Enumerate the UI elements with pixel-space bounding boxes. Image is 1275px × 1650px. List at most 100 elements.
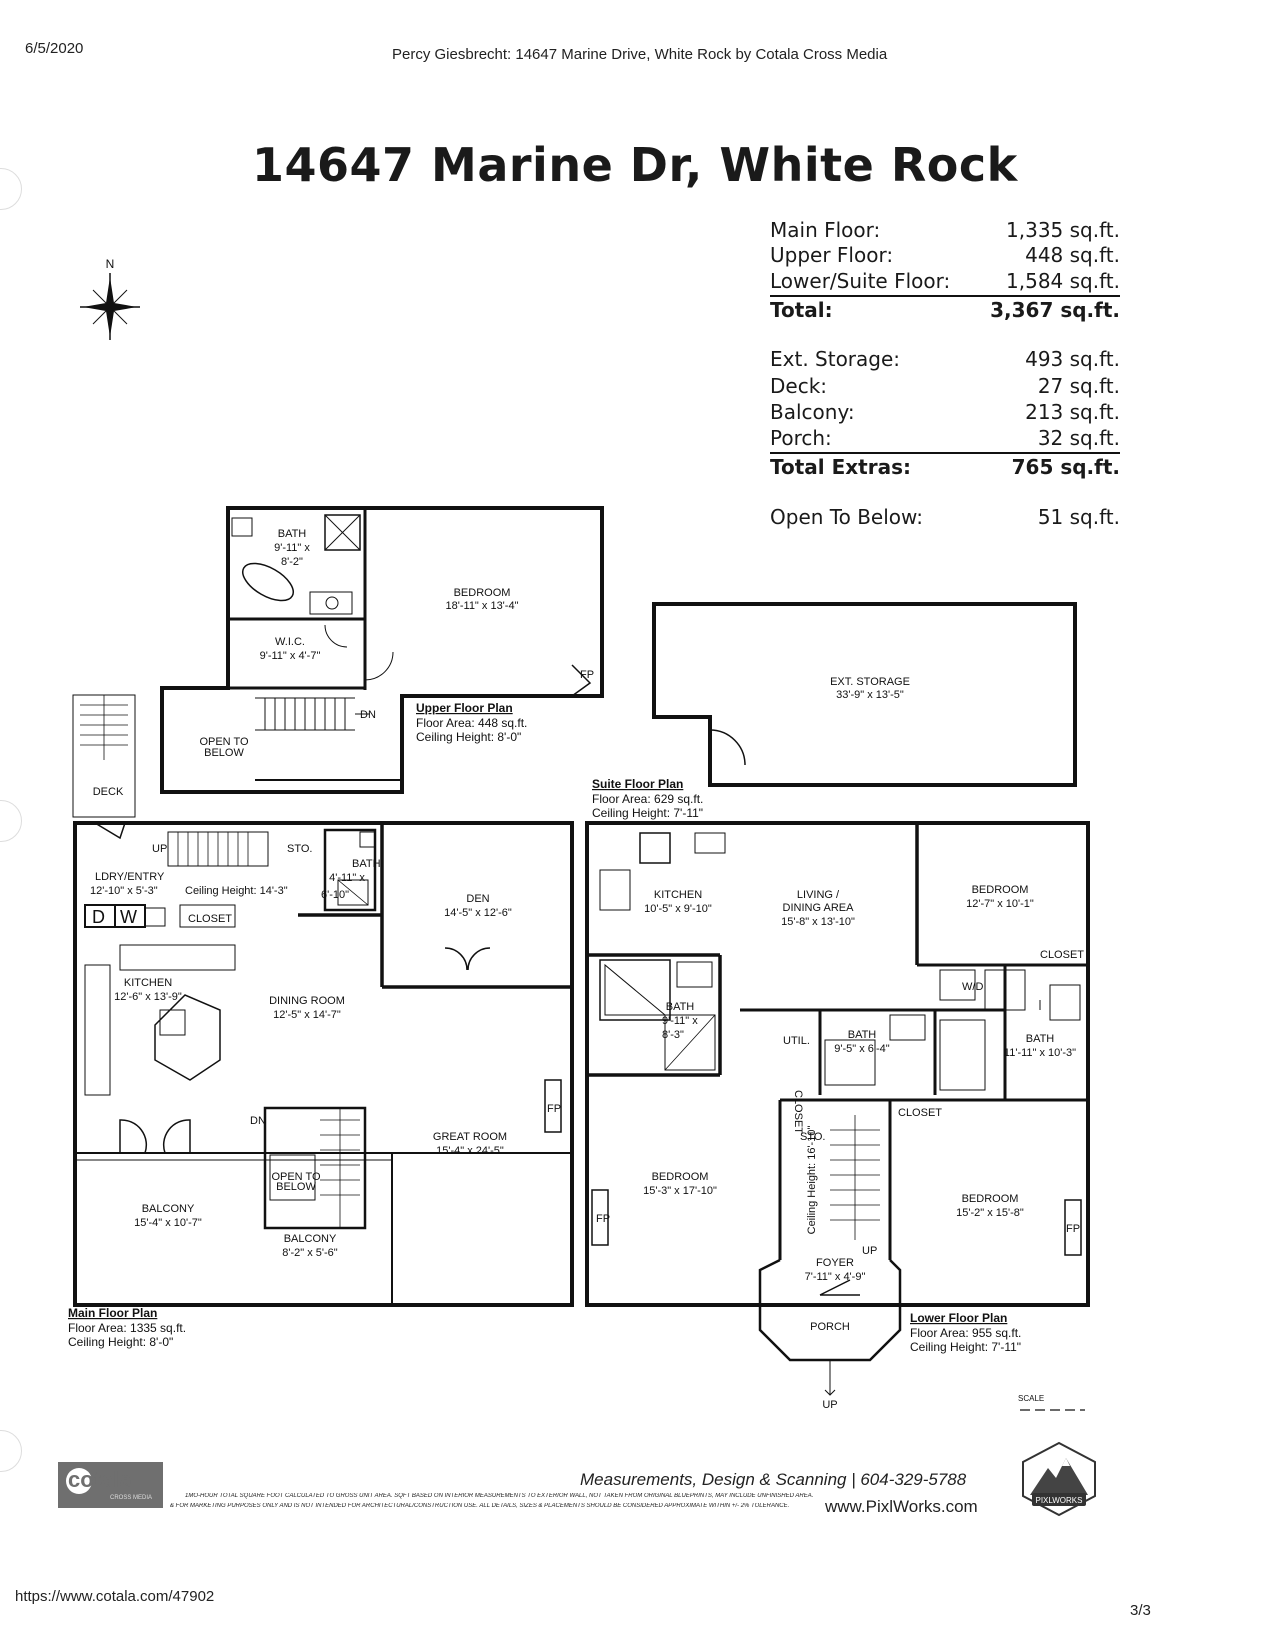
plan-area: Floor Area: 955 sq.ft. [910, 1326, 1021, 1340]
room-dimension: 15'-2" x 15'-8" [956, 1207, 1024, 1219]
area-value: 1,335 sq.ft. [1006, 218, 1120, 242]
ceiling-note: Ceiling Height: 16'-10" [806, 1126, 818, 1235]
area-label: Upper Floor: [770, 243, 894, 267]
lower-floor-plan [585, 821, 1090, 1396]
plan-ceiling: Ceiling Height: 7'-11" [592, 806, 703, 820]
plan-ceiling: Ceiling Height: 8'-0" [416, 730, 521, 744]
area-row-deck: Deck: 27 sq.ft. [770, 374, 1120, 400]
room-label: PORCH [810, 1321, 850, 1333]
room-dimension: 12'-5" x 14'-7" [273, 1009, 341, 1021]
room-dimension: 18'-11" x 13'-4" [446, 600, 519, 612]
footer-website: www.PixlWorks.com [825, 1497, 978, 1516]
logo-text: PIXLWORKS [1036, 1496, 1083, 1505]
area-value: 448 sq.ft. [1025, 243, 1120, 267]
room-dimension: 8'-3" [662, 1029, 684, 1041]
room-dimension: 15'-4" x 10'-7" [134, 1217, 202, 1229]
room-dimension: 33'-9" x 13'-5" [836, 689, 904, 701]
room-label: KITCHEN [654, 889, 702, 901]
ceiling-note: Ceiling Height: 14'-3" [185, 885, 288, 897]
area-label: Balcony: [770, 400, 855, 424]
room-label: BELOW [204, 747, 244, 759]
scale-bar: SCALE [1018, 1394, 1085, 1411]
room-label: STO. [800, 1131, 825, 1143]
divider [770, 452, 1120, 454]
area-value: 213 sq.ft. [1025, 400, 1120, 424]
room-dimension: 8'-2" [281, 556, 303, 568]
page-title: 14647 Marine Dr, White Rock [252, 138, 1018, 192]
stair-label: UP [822, 1399, 837, 1411]
area-row-porch: Porch: 32 sq.ft. [770, 426, 1120, 452]
room-label: BEDROOM [962, 1193, 1019, 1205]
area-label: Lower/Suite Floor: [770, 269, 951, 293]
room-dimension: 10'-5" x 9'-10" [644, 903, 712, 915]
room-label: DECK [93, 786, 124, 798]
area-row-total: Total: 3,367 sq.ft. [770, 298, 1120, 324]
print-source: Percy Giesbrecht: 14647 Marine Drive, Wh… [392, 46, 888, 63]
divider [770, 295, 1120, 297]
plan-ceiling: Ceiling Height: 7'-11" [910, 1340, 1021, 1354]
plan-area: Floor Area: 629 sq.ft. [592, 792, 703, 806]
plan-title: Suite Floor Plan [592, 777, 683, 791]
room-label: BELOW [276, 1181, 316, 1193]
closet-label: CLOSET [792, 1090, 804, 1134]
footer-disclaimer: 1MO-HOUR TOTAL SQUARE FOOT CALCULATED TO… [185, 1493, 814, 1499]
fireplace-label: FP [547, 1103, 561, 1115]
stair-label: UP [152, 843, 167, 855]
area-value: 1,584 sq.ft. [1006, 269, 1120, 293]
area-value: 27 sq.ft. [1037, 374, 1120, 398]
room-label: BEDROOM [972, 884, 1029, 896]
compass-north-label: N [106, 257, 115, 271]
area-label: Deck: [770, 374, 828, 398]
room-label: BEDROOM [454, 587, 511, 599]
room-label: OPEN TO [271, 1171, 321, 1183]
scale-label: SCALE [1018, 1394, 1044, 1403]
plan-area: Floor Area: 448 sq.ft. [416, 716, 527, 730]
logo-text: cotala [68, 1467, 132, 1492]
room-label: EXT. STORAGE [830, 676, 910, 688]
room-label: BATH [848, 1029, 877, 1041]
pixlworks-logo: PIXLWORKS [1022, 1441, 1096, 1517]
room-dimension: 9'-11" x [662, 1015, 698, 1027]
room-label: STO. [287, 843, 312, 855]
ext-storage-plan [652, 602, 1077, 787]
room-dimension: 8'-2" x 5'-6" [282, 1247, 338, 1259]
room-label: BALCONY [142, 1203, 195, 1215]
room-dimension: 15'-3" x 17'-10" [643, 1185, 717, 1197]
room-dimension: 12'-6" x 13'-9" [114, 991, 182, 1003]
room-dimension: 9'-11" x [274, 542, 310, 554]
area-value: 493 sq.ft. [1025, 347, 1120, 371]
compass-icon: N [80, 257, 140, 340]
room-label: DEN [466, 893, 489, 905]
area-row-balcony: Balcony: 213 sq.ft. [770, 400, 1120, 426]
area-row-open-below: Open To Below: 51 sq.ft. [770, 505, 1120, 531]
room-label: KITCHEN [124, 977, 172, 989]
area-row-total-extras: Total Extras: 765 sq.ft. [770, 455, 1120, 481]
room-label: UTIL. [783, 1035, 810, 1047]
plan-title: Lower Floor Plan [910, 1311, 1007, 1325]
upper-floor-plan [160, 506, 604, 794]
room-label: DINING ROOM [269, 995, 345, 1007]
washer-label: W [120, 907, 137, 927]
stair-label: UP [862, 1245, 877, 1257]
room-label: BATH [278, 528, 307, 540]
room-dimension: 15'-8" x 13'-10" [781, 916, 855, 928]
room-dimension: 12'-10" x 5'-3" [90, 885, 158, 897]
fireplace-label: FP [580, 669, 594, 681]
room-label: LDRY/ENTRY [95, 871, 165, 883]
closet-label: CLOSET [898, 1107, 942, 1119]
room-dimension: 15'-4" x 24'-5" [436, 1145, 504, 1157]
area-label: Total: [770, 298, 833, 322]
footer-disclaimer: & FOR MARKETING PURPOSES ONLY AND IS NOT… [170, 1503, 790, 1509]
cotala-logo: cotala CROSS MEDIA [58, 1462, 163, 1508]
stair-label: DN [250, 1115, 266, 1127]
area-row-main: Main Floor: 1,335 sq.ft. [770, 218, 1120, 244]
room-label: BATH [1026, 1033, 1055, 1045]
plan-title: Main Floor Plan [68, 1306, 157, 1320]
room-dimension: 6'-10" [321, 889, 349, 901]
room-dimension: 14'-5" x 12'-6" [444, 907, 512, 919]
room-label: BATH [352, 858, 381, 870]
room-label: BATH [666, 1001, 695, 1013]
closet-label: CLOSET [188, 913, 232, 925]
room-dimension: 7'-11" x 4'-9" [805, 1271, 866, 1283]
dryer-label: D [92, 907, 105, 927]
